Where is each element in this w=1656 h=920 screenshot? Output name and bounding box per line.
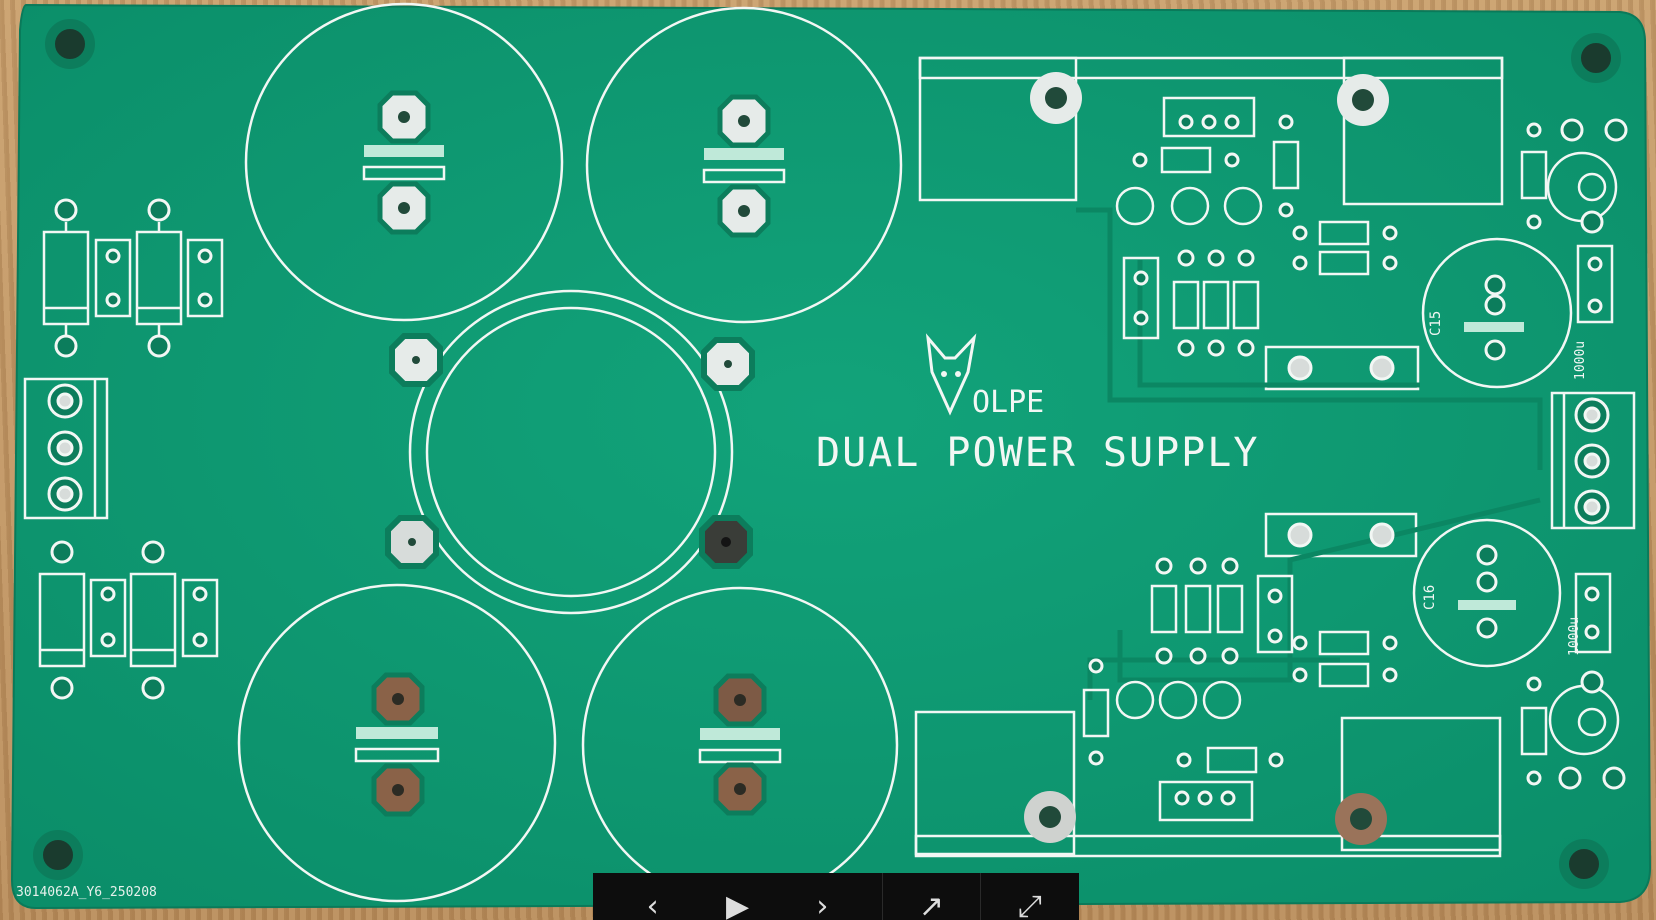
expand-button[interactable]: ⤢: [981, 873, 1079, 920]
expand-icon: ⤢: [1018, 889, 1042, 920]
serial-number: 3014062A_Y6_250208: [16, 885, 157, 900]
label-c16: C16: [1422, 585, 1438, 610]
chevron-right-icon[interactable]: ›: [816, 889, 829, 920]
label-cap-top: 1000u: [1573, 341, 1588, 380]
left-rectifier-silk: [23, 222, 1636, 668]
chevron-left-icon[interactable]: ‹: [646, 889, 659, 920]
board-title: DUAL POWER SUPPLY: [816, 430, 1259, 476]
mounting-holes: [33, 19, 1621, 889]
small-component-pads: [1088, 114, 1628, 806]
terminal-pads: [47, 383, 1610, 525]
arrow-diagonal-button[interactable]: ↗: [883, 873, 981, 920]
label-c15: C15: [1428, 311, 1444, 336]
arrow-diagonal-icon: ↗: [918, 889, 945, 920]
fox-logo-icon: [925, 333, 977, 416]
logo-text: OLPE: [972, 385, 1044, 420]
regulator-holes: [1024, 72, 1389, 845]
left-rectifier-pads: [50, 198, 213, 700]
small-components-silk: [1082, 140, 1620, 774]
capacitor-pads-top: [362, 90, 786, 238]
electrolytic-polarity-bars: [1458, 322, 1524, 610]
transformer-pads: [385, 333, 755, 569]
capacitor-pads-bottom: [354, 672, 782, 817]
regulator-silk: [914, 56, 1504, 858]
play-icon[interactable]: ▶: [725, 889, 750, 920]
label-cap-bottom: 1000u: [1567, 617, 1582, 656]
playback-controls: ‹ ▶ ›: [593, 873, 883, 920]
viewer-toolbar: ‹ ▶ › ↗ ⤢: [593, 873, 1079, 920]
